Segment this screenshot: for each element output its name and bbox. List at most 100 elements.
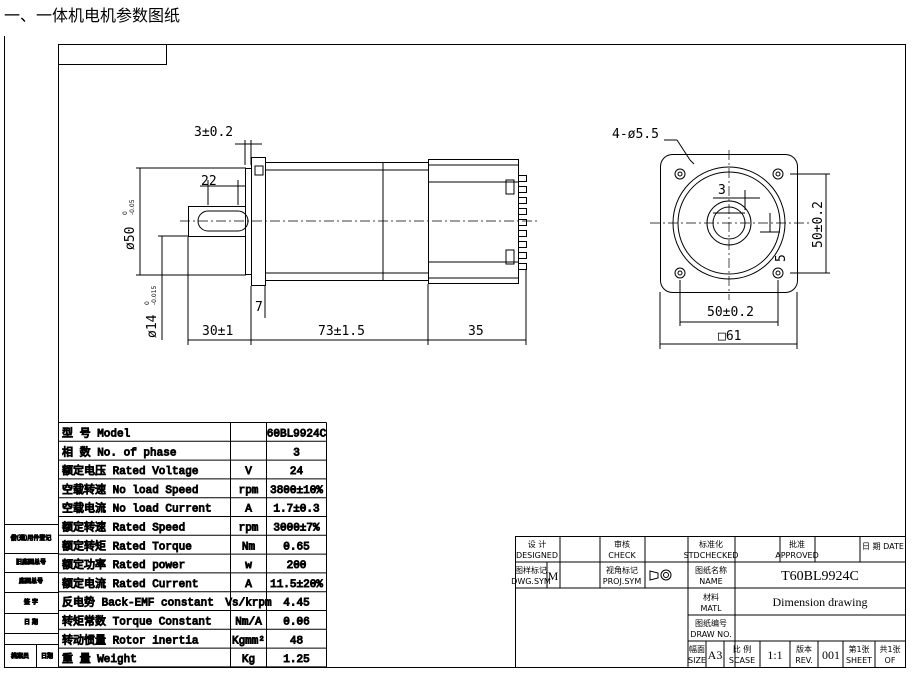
param-unit: Nm bbox=[242, 541, 256, 553]
param-unit: w bbox=[245, 560, 252, 572]
material-value: Dimension drawing bbox=[773, 595, 868, 609]
dim-seven: 7 bbox=[255, 300, 263, 315]
scale-label-en: SCASE bbox=[729, 656, 755, 665]
param-unit: V bbox=[245, 466, 252, 478]
dim-driver-length: 35 bbox=[468, 324, 484, 339]
dwg-label: 图样标记 bbox=[515, 565, 547, 575]
param-unit: A bbox=[245, 504, 252, 516]
param-value: 3000±7% bbox=[273, 523, 320, 535]
dim-mount-holes: 4-ø5.5 bbox=[612, 127, 659, 142]
param-row: 额定电压 Rated Voltage V 24 bbox=[62, 463, 304, 479]
motor-body bbox=[265, 162, 429, 281]
proj-label: 视角标记 bbox=[606, 565, 638, 575]
dim-key-length: 22 bbox=[201, 174, 217, 189]
param-value: 1.25 bbox=[283, 654, 309, 666]
rev-label: 版本 bbox=[796, 644, 812, 654]
param-unit: Kgmm² bbox=[232, 635, 265, 647]
side-label-column: 借(通)用件登记旧底图总号底图总号签 字日 期档案员日期 bbox=[4, 524, 59, 668]
size-value: A3 bbox=[708, 648, 723, 662]
title-block bbox=[515, 536, 906, 668]
param-label: 额定电流 Rated Current bbox=[62, 576, 198, 591]
dim-step-tol-bottom: -0.05 bbox=[129, 199, 136, 215]
dim-step-diameter: ø50 bbox=[123, 227, 138, 250]
param-label: 额定转矩 Rated Torque bbox=[62, 538, 192, 553]
of-label: 共1张 bbox=[879, 645, 900, 654]
param-value: 0.65 bbox=[283, 541, 309, 553]
param-value: 24 bbox=[290, 466, 304, 478]
param-value: 11.5±20% bbox=[270, 579, 323, 591]
dim-shaft-diameter: ø14 bbox=[145, 314, 160, 338]
param-label: 重 量 Weight bbox=[62, 651, 137, 666]
page-heading: 一、一体机电机参数图纸 bbox=[4, 6, 181, 25]
param-row: 转矩常数 Torque Constant Nm/A 0.06 bbox=[62, 613, 311, 629]
title-block-values: M T60BL9924C Dimension drawing A3 1:1 00… bbox=[548, 569, 868, 662]
param-row: 重 量 Weight Kg 1.25 bbox=[62, 651, 311, 667]
dim-pcd-vertical: 50±0.2 bbox=[811, 201, 826, 248]
dim-flange-thickness: 3±0.2 bbox=[194, 125, 233, 140]
dim-key-height: 5 bbox=[774, 254, 789, 262]
date-label: 日 期 DATE bbox=[862, 542, 904, 551]
dim-step-tol-top: 0 bbox=[122, 211, 129, 215]
dim-pcd-horizontal: 50±0.2 bbox=[707, 305, 754, 320]
param-row: 额定转矩 Rated Torque Nm 0.65 bbox=[62, 538, 311, 554]
param-label: 相 数 No. of phase bbox=[62, 445, 176, 459]
rev-label-en: REV. bbox=[795, 656, 813, 665]
name-label-en: NAME bbox=[699, 577, 722, 586]
side-bottom-label: 档案员 bbox=[11, 652, 29, 660]
sheet-label: 第1张 bbox=[848, 644, 869, 654]
param-value: 0.06 bbox=[283, 617, 309, 629]
check-label-en: CHECK bbox=[608, 551, 636, 560]
param-value: 3800±10% bbox=[270, 485, 323, 497]
of-label-en: OF bbox=[885, 656, 896, 665]
approved-label: 批准 bbox=[789, 539, 805, 549]
dim-shaft-tol-bottom: -0.015 bbox=[151, 285, 158, 305]
param-label: 额定电压 Rated Voltage bbox=[62, 463, 198, 478]
check-label: 审核 bbox=[614, 539, 630, 549]
title-block-labels: 设 计 DESIGNED 审核 CHECK 标准化 STDCHECKED 批准 … bbox=[511, 539, 904, 665]
param-label: 反电势 Back-EMF constant bbox=[62, 596, 214, 610]
dim-key-width: 3 bbox=[718, 183, 726, 198]
dwg-value: M bbox=[548, 569, 559, 583]
dim-shaft-tol-top: 0 bbox=[144, 301, 151, 305]
param-label: 空载转速 No load Speed bbox=[62, 482, 198, 497]
side-label: 旧底图总号 bbox=[16, 558, 46, 566]
scale-value: 1:1 bbox=[767, 648, 782, 662]
side-bottom-label: 日期 bbox=[41, 652, 53, 660]
side-label: 借(通)用件登记 bbox=[11, 534, 52, 542]
param-unit: Kg bbox=[242, 654, 255, 666]
param-value: 1.7±0.3 bbox=[273, 504, 319, 516]
param-label: 转矩常数 Torque Constant bbox=[62, 614, 212, 629]
drawing-name-value: T60BL9924C bbox=[781, 569, 859, 584]
designed-label: 设 计 bbox=[528, 539, 547, 549]
param-label: 空载电流 No load Current bbox=[62, 501, 212, 516]
param-value: 48 bbox=[290, 635, 303, 647]
dim-body-length: 73±1.5 bbox=[318, 324, 365, 339]
param-row: 空载电流 No load Current A 1.7±0.3 bbox=[62, 500, 321, 516]
proj-label-en: PROJ.SYM bbox=[603, 577, 642, 586]
side-label: 底图总号 bbox=[19, 577, 43, 585]
driver-section bbox=[428, 159, 519, 284]
designed-label-en: DESIGNED bbox=[516, 551, 558, 560]
rev-value: 001 bbox=[822, 648, 840, 662]
matl-label: 材料 bbox=[703, 592, 719, 602]
dim-shaft-length: 30±1 bbox=[202, 324, 233, 339]
matl-label-en: MATL bbox=[700, 604, 722, 613]
drawno-label-en: DRAW NO. bbox=[690, 630, 731, 639]
param-value: 3 bbox=[293, 447, 300, 459]
param-row: 相 数 No. of phase 3 bbox=[62, 445, 301, 460]
param-unit: Nm/A bbox=[235, 617, 262, 629]
approved-label-en: APPROVED bbox=[775, 551, 819, 560]
drawing-frame bbox=[58, 44, 906, 668]
param-label: 额定功率 Rated power bbox=[62, 557, 185, 572]
corner-box bbox=[58, 44, 167, 65]
drawno-label: 图纸编号 bbox=[695, 618, 727, 628]
side-label: 签 字 bbox=[24, 598, 38, 606]
